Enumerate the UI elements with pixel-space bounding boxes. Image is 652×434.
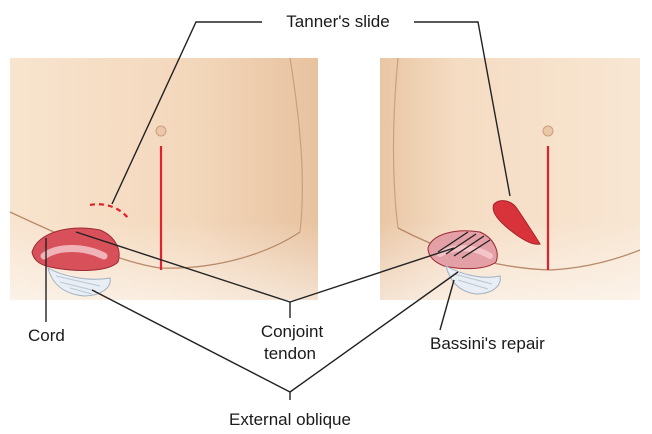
label-conjoint-line1: Conjoint	[261, 322, 323, 342]
label-external-oblique: External oblique	[229, 410, 351, 430]
right-torso	[380, 58, 640, 305]
left-umbilicus	[156, 126, 166, 136]
right-umbilicus	[543, 126, 553, 136]
label-conjoint-line2: tendon	[264, 344, 316, 364]
label-bassinis-repair: Bassini's repair	[430, 334, 545, 354]
left-torso	[10, 58, 318, 305]
label-cord: Cord	[28, 326, 65, 346]
label-tanners-slide: Tanner's slide	[286, 12, 389, 32]
